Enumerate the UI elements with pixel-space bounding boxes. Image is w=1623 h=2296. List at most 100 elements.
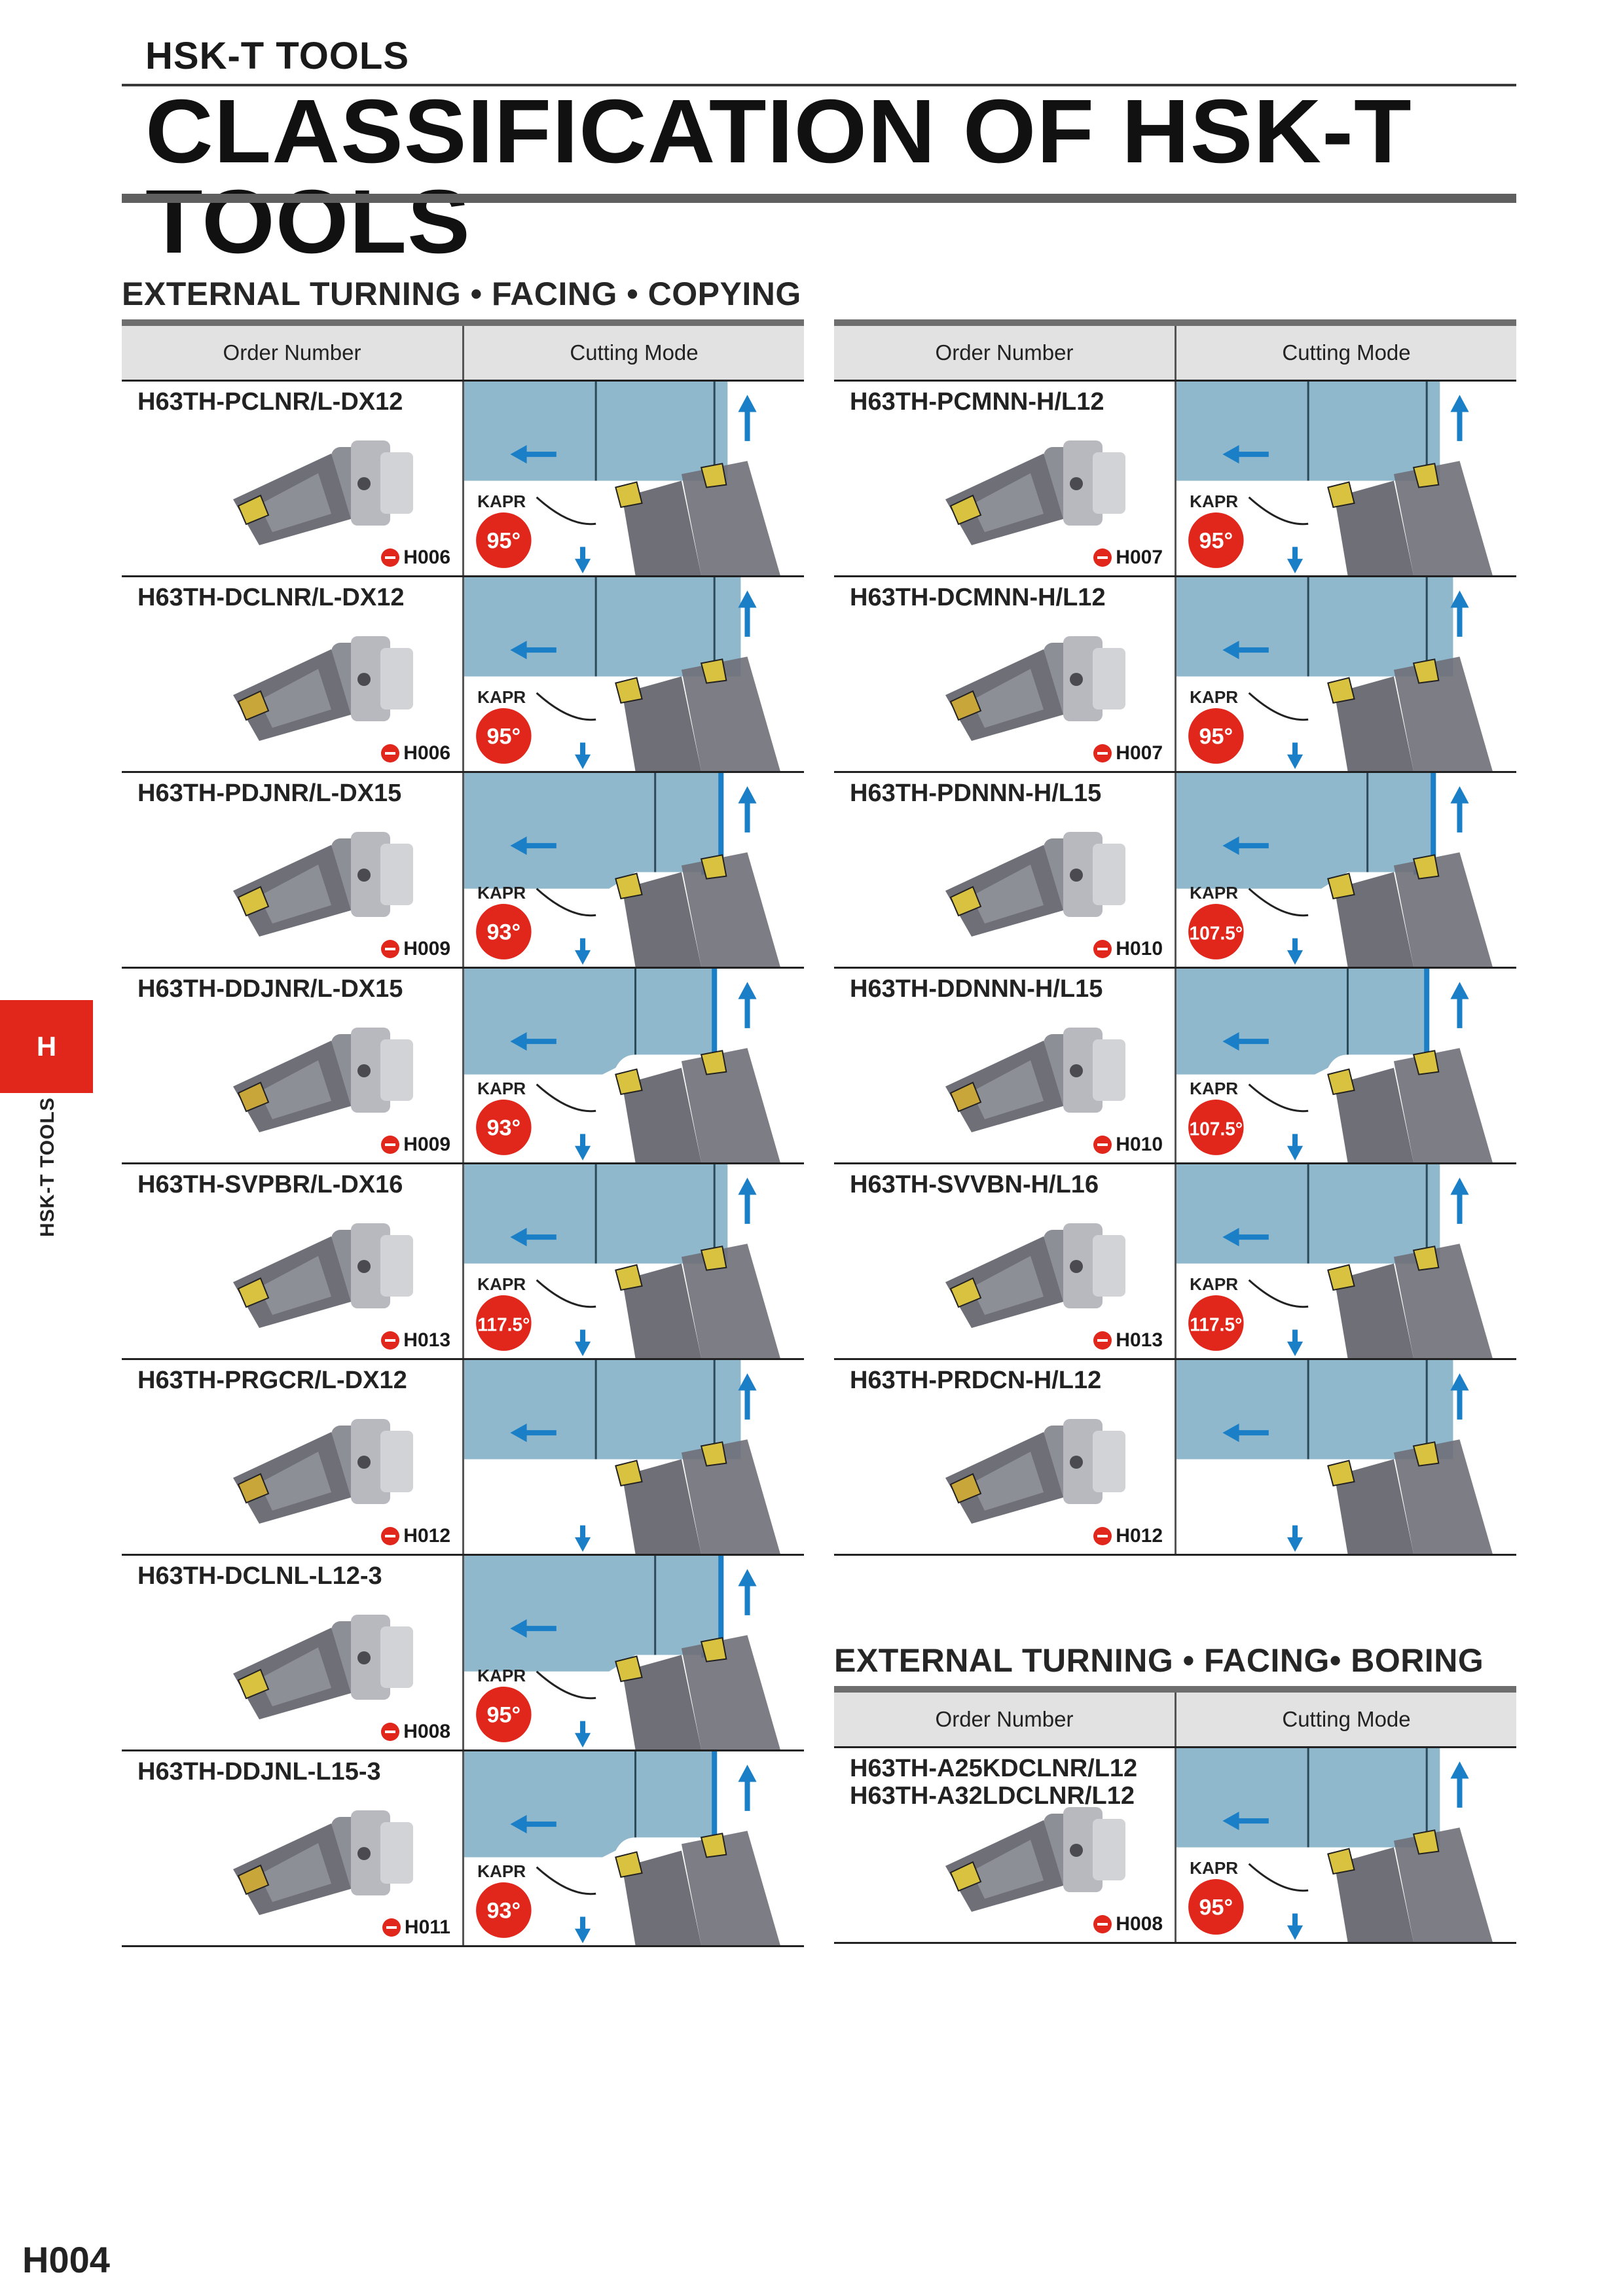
order-cell: H63TH-PCLNR/L-DX12 H006 — [122, 382, 464, 575]
arrow-circle-icon — [1093, 1915, 1112, 1933]
page-reference-link[interactable]: H009 — [381, 1134, 450, 1156]
cutting-mode-diagram: KAPR 95° — [464, 577, 780, 771]
table-row: H63TH-DDNNN-H/L15 H010 — [834, 969, 1516, 1164]
toolholder-image — [220, 1406, 429, 1530]
order-number: H63TH-PCLNR/L-DX12 — [137, 388, 403, 416]
order-cell: H63TH-DDJNR/L-DX15 H009 — [122, 969, 464, 1162]
svg-text:KAPR: KAPR — [477, 687, 526, 707]
page-reference-link[interactable]: H010 — [1093, 1134, 1163, 1156]
order-number: H63TH-PDJNR/L-DX15 — [137, 780, 402, 807]
col-order-number: Order Number — [122, 326, 464, 380]
cutting-mode-cell: KAPR 95° — [1176, 382, 1516, 575]
svg-text:93°: 93° — [486, 1899, 520, 1924]
page-reference-link[interactable]: H008 — [1093, 1913, 1163, 1935]
toolholder-illustration — [945, 1028, 1125, 1132]
col-cutting-mode: Cutting Mode — [1282, 340, 1411, 365]
toolholder-illustration — [233, 832, 413, 937]
order-number: H63TH-DDNNN-H/L15 — [850, 975, 1103, 1003]
order-cell: H63TH-PDJNR/L-DX15 H009 — [122, 773, 464, 967]
svg-text:KAPR: KAPR — [477, 1274, 526, 1294]
order-number: H63TH-SVPBR/L-DX16 — [137, 1171, 403, 1198]
arrow-circle-icon — [382, 1918, 401, 1937]
table-row: H63TH-DCMNN-H/L12 H007 — [834, 577, 1516, 773]
cutting-mode-cell: KAPR 95° — [1176, 577, 1516, 771]
section-tab-h[interactable]: H — [0, 1000, 93, 1093]
arrow-circle-icon — [381, 744, 400, 762]
page-reference-link[interactable]: H007 — [1093, 547, 1163, 569]
left-table: Order Number Cutting Mode H63TH-PCLNR/L-… — [122, 326, 804, 1947]
table-row: H63TH-PDJNR/L-DX15 H009 — [122, 773, 804, 969]
header-rule-thick — [122, 194, 1516, 203]
order-cell: H63TH-DCLNL-L12-3 H008 — [122, 1556, 464, 1749]
page-reference-label: H007 — [1116, 547, 1163, 568]
page-reference-label: H012 — [403, 1525, 450, 1547]
cutting-mode-diagram: KAPR 117.5° — [1176, 1164, 1493, 1358]
page-reference-link[interactable]: H007 — [1093, 742, 1163, 764]
arrow-circle-icon — [1093, 940, 1112, 958]
col-order-number: Order Number — [834, 326, 1176, 380]
page-reference-label: H012 — [1116, 1525, 1163, 1547]
order-number: H63TH-SVVBN-H/L16 — [850, 1171, 1099, 1198]
svg-text:95°: 95° — [486, 529, 520, 554]
cutting-mode-diagram: KAPR 93° — [464, 969, 780, 1162]
order-number: H63TH-PCMNN-H/L12 — [850, 388, 1104, 416]
page-reference-link[interactable]: H012 — [381, 1525, 450, 1547]
section2-rule — [834, 1686, 1516, 1693]
page-reference-link[interactable]: H008 — [381, 1721, 450, 1743]
svg-text:95°: 95° — [486, 1703, 520, 1728]
col-cutting-mode: Cutting Mode — [570, 340, 699, 365]
page-title: CLASSIFICATION OF HSK-T TOOLS — [145, 81, 1412, 272]
page-reference-link[interactable]: H013 — [381, 1329, 450, 1352]
svg-text:KAPR: KAPR — [1190, 1274, 1238, 1294]
page-reference-link[interactable]: H006 — [381, 742, 450, 764]
page-reference-label: H011 — [404, 1916, 450, 1938]
section2-title: EXTERNAL TURNING • FACING• BORING — [834, 1642, 1484, 1679]
cutting-mode-diagram — [464, 1360, 780, 1554]
right-table: Order Number Cutting Mode H63TH-PCMNN-H/… — [834, 326, 1516, 1556]
toolholder-illustration — [945, 636, 1125, 741]
page-reference-label: H009 — [403, 938, 450, 960]
page-reference-label: H007 — [1116, 742, 1163, 764]
page-reference-link[interactable]: H011 — [382, 1916, 450, 1939]
table-row: H63TH-SVPBR/L-DX16 H013 — [122, 1164, 804, 1360]
cutting-mode-cell: KAPR 95° — [464, 382, 804, 575]
arrow-circle-icon — [381, 940, 400, 958]
order-cell: H63TH-SVVBN-H/L16 H013 — [834, 1164, 1176, 1358]
svg-text:KAPR: KAPR — [477, 492, 526, 511]
table-row: H63TH-A25KDCLNR/L12 H63TH-A32LDCLNR/L12 … — [834, 1748, 1516, 1944]
page-reference-link[interactable]: H012 — [1093, 1525, 1163, 1547]
cutting-mode-cell: KAPR 93° — [464, 969, 804, 1162]
category-title: HSK-T TOOLS — [145, 35, 410, 77]
svg-text:KAPR: KAPR — [1190, 687, 1238, 707]
svg-text:KAPR: KAPR — [477, 883, 526, 903]
toolholder-illustration — [945, 1419, 1125, 1524]
svg-text:KAPR: KAPR — [477, 1079, 526, 1098]
order-number-alt: H63TH-A32LDCLNR/L12 — [850, 1782, 1135, 1810]
col-cutting-mode: Cutting Mode — [1282, 1707, 1411, 1731]
toolholder-image — [932, 1406, 1142, 1530]
cutting-mode-cell: KAPR 117.5° — [464, 1164, 804, 1358]
svg-text:KAPR: KAPR — [477, 1666, 526, 1685]
toolholder-illustration — [233, 1419, 413, 1524]
toolholder-image — [220, 1014, 429, 1139]
order-number: H63TH-DCLNR/L-DX12 — [137, 584, 405, 611]
table-row: H63TH-DDJNR/L-DX15 H009 — [122, 969, 804, 1164]
svg-text:KAPR: KAPR — [1190, 883, 1238, 903]
arrow-circle-icon — [1093, 1527, 1112, 1545]
toolholder-illustration — [233, 1223, 413, 1328]
page-reference-link[interactable]: H009 — [381, 938, 450, 960]
order-number: H63TH-PDNNN-H/L15 — [850, 780, 1102, 807]
toolholder-illustration — [233, 1028, 413, 1132]
arrow-circle-icon — [381, 1723, 400, 1741]
page-reference-link[interactable]: H013 — [1093, 1329, 1163, 1352]
page-reference-link[interactable]: H010 — [1093, 938, 1163, 960]
page-reference-label: H010 — [1116, 938, 1163, 960]
page-reference-link[interactable]: H006 — [381, 547, 450, 569]
toolholder-image — [220, 1210, 429, 1335]
toolholder-illustration — [945, 1807, 1125, 1912]
table-row: H63TH-PRDCN-H/L12 H012 — [834, 1360, 1516, 1556]
order-cell: H63TH-DCMNN-H/L12 H007 — [834, 577, 1176, 771]
svg-text:117.5°: 117.5° — [1190, 1314, 1242, 1335]
order-number: H63TH-DDJNL-L15-3 — [137, 1758, 381, 1785]
section1-rule-left — [122, 319, 804, 326]
